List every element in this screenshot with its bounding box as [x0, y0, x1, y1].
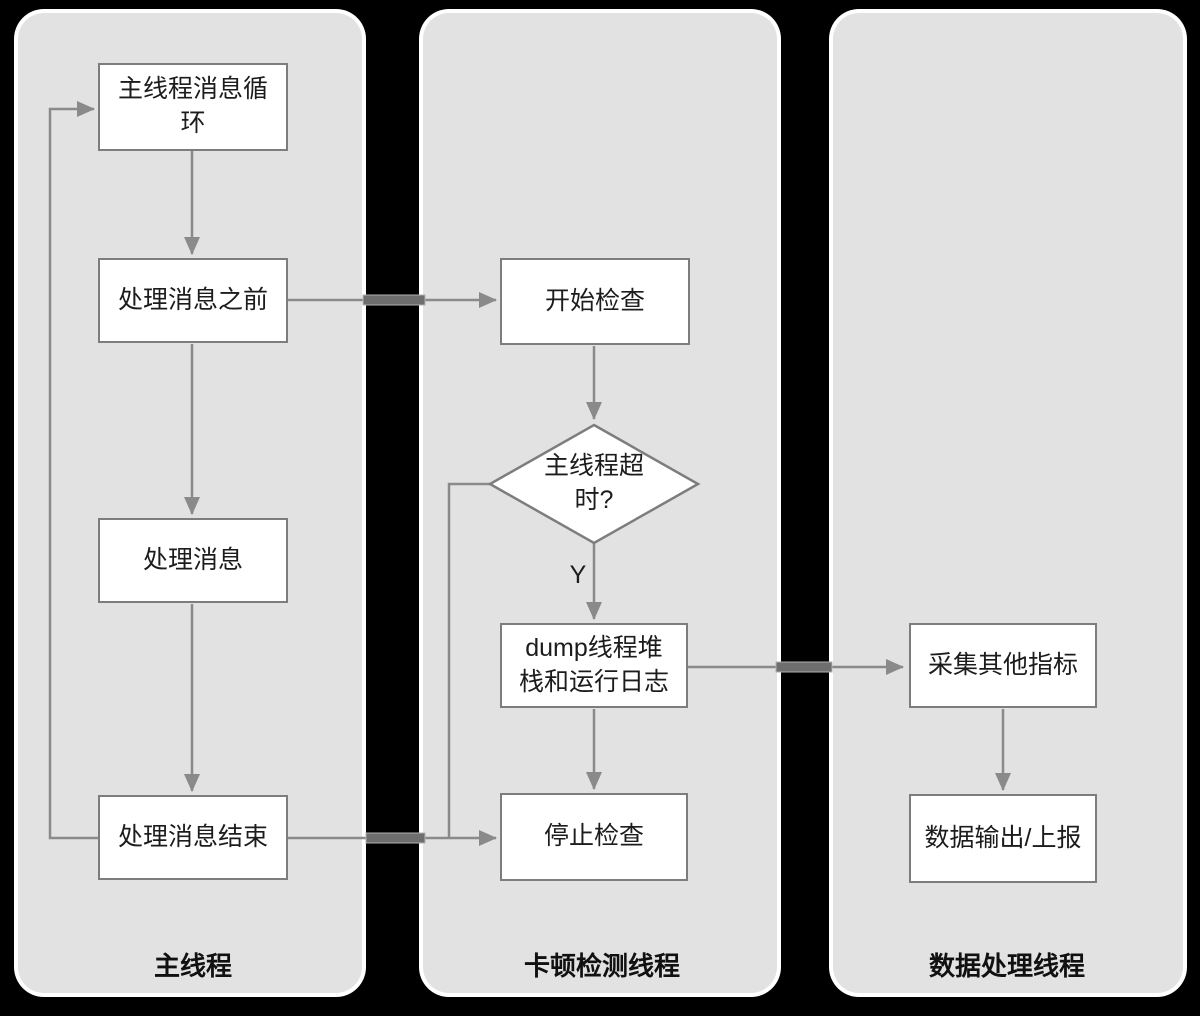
- lane-label-data-thread: 数据处理线程: [928, 951, 1085, 981]
- connector-end-loopback-to-mainloop: [48, 101, 98, 840]
- node-stop-check: 停止检查: [500, 793, 688, 881]
- node-process-message-end: 处理消息结束: [98, 795, 288, 880]
- node-dump-stack-and-logs: dump线程堆栈和运行日志: [500, 623, 688, 708]
- connector-timeout-branch-left: [447, 482, 490, 837]
- bridge-dump-to-collect: [775, 661, 833, 673]
- node-start-check: 开始检查: [500, 258, 690, 345]
- bridge-before-to-startcheck: [362, 294, 426, 306]
- node-main-message-loop: 主线程消息循环: [98, 63, 288, 151]
- bridge-end-to-stopcheck: [365, 832, 426, 844]
- decision-diamond-timeout: [487, 423, 701, 545]
- lane-label-main-thread: 主线程: [153, 951, 232, 981]
- node-collect-other-metrics: 采集其他指标: [909, 623, 1097, 708]
- edge-label-yes: Y: [569, 561, 587, 589]
- node-process-message: 处理消息: [98, 518, 288, 603]
- node-timeout-question-label: 主线程超时?: [543, 452, 644, 514]
- lane-label-detect-thread: 卡顿检测线程: [523, 951, 680, 981]
- node-before-process-message: 处理消息之前: [98, 258, 288, 343]
- node-data-output-report: 数据输出/上报: [909, 794, 1097, 883]
